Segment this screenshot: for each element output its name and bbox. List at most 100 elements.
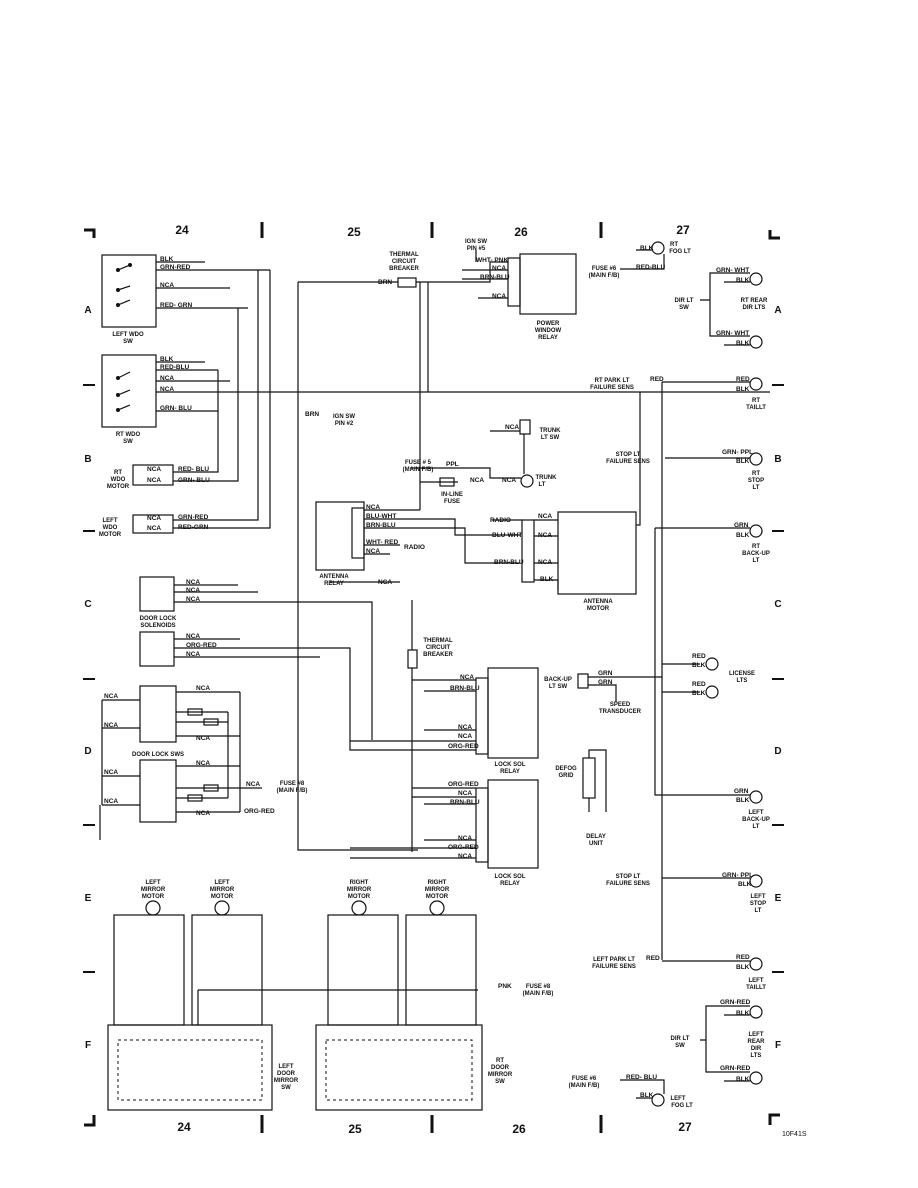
svg-text:LT: LT xyxy=(753,485,760,491)
row-label-f: F xyxy=(85,1040,91,1051)
wire-red-blu: RED-BLU xyxy=(160,364,190,371)
row-label-d-right: D xyxy=(774,746,781,757)
svg-text:LEFT: LEFT xyxy=(279,1064,294,1070)
svg-text:FAILURE SENS: FAILURE SENS xyxy=(592,964,636,970)
row-label-e: E xyxy=(85,893,92,904)
svg-text:IGN SW: IGN SW xyxy=(333,414,355,420)
svg-text:NCA: NCA xyxy=(196,735,210,742)
svg-text:IGN SW: IGN SW xyxy=(465,239,487,245)
svg-text:GRN: GRN xyxy=(734,788,749,795)
svg-text:RT: RT xyxy=(114,470,122,476)
svg-text:LICENSE: LICENSE xyxy=(729,671,755,677)
svg-text:MIRROR: MIRROR xyxy=(210,887,235,893)
svg-text:NCA: NCA xyxy=(186,596,200,603)
svg-text:TAILLT: TAILLT xyxy=(746,985,766,991)
svg-text:(MAIN F/B): (MAIN F/B) xyxy=(403,467,434,473)
svg-text:NCA: NCA xyxy=(458,835,472,842)
svg-text:PNK: PNK xyxy=(498,983,512,990)
svg-text:DOOR LOCK SWS: DOOR LOCK SWS xyxy=(132,752,184,758)
svg-text:NCA: NCA xyxy=(470,477,484,484)
svg-text:BRN: BRN xyxy=(305,411,319,418)
svg-text:MOTOR: MOTOR xyxy=(99,532,122,538)
svg-text:PPL: PPL xyxy=(446,461,459,468)
svg-text:BLU-WHT: BLU-WHT xyxy=(492,532,522,539)
svg-text:LT: LT xyxy=(753,824,760,830)
svg-text:RT: RT xyxy=(670,242,678,248)
wire-grn-blu: GRN- BLU xyxy=(160,405,192,412)
left-wdo-sw-label-1: LEFT WDO xyxy=(112,332,144,338)
backup-license-defog: GRN GRN RED BLK RED BLK BACK-UP LT SW SP… xyxy=(544,653,755,847)
left-wdo-switch: BLK GRN-RED NCA RED- GRN LEFT WDO SW xyxy=(101,254,270,345)
svg-text:LEFT: LEFT xyxy=(749,810,764,816)
svg-text:DOOR: DOOR xyxy=(277,1071,296,1077)
svg-text:NCA: NCA xyxy=(378,579,392,586)
svg-text:LEFT: LEFT xyxy=(751,894,766,900)
svg-text:BLK: BLK xyxy=(692,662,706,669)
svg-text:ORG-RED: ORG-RED xyxy=(448,743,479,750)
svg-text:NCA: NCA xyxy=(538,559,552,566)
row-dividers xyxy=(83,384,784,973)
svg-text:MIRROR: MIRROR xyxy=(425,887,450,893)
svg-text:DIR LT: DIR LT xyxy=(671,1036,690,1042)
svg-text:NCA: NCA xyxy=(186,579,200,586)
rt-fog-lt-circuit: BLK RED-BLU RT FOG LT FUSE #6 (MAIN F/B) xyxy=(589,241,691,279)
svg-text:WINDOW: WINDOW xyxy=(535,328,562,334)
svg-text:RED: RED xyxy=(650,376,664,383)
svg-text:NCA: NCA xyxy=(366,548,380,555)
svg-text:BRN-BLU: BRN-BLU xyxy=(450,685,480,692)
row-label-e-right: E xyxy=(775,893,782,904)
row-label-b: B xyxy=(84,454,91,465)
svg-text:FOG LT: FOG LT xyxy=(669,249,691,255)
svg-text:MOTOR: MOTOR xyxy=(587,606,610,612)
antenna-circuit: NCA BLU-WHT BRN-BLU WHT- RED NCA RADIO R… xyxy=(315,282,641,612)
svg-text:FUSE #8: FUSE #8 xyxy=(526,984,551,990)
svg-text:BLK: BLK xyxy=(736,964,750,971)
svg-text:GRN: GRN xyxy=(598,670,613,677)
svg-text:FAILURE SENS: FAILURE SENS xyxy=(606,459,650,465)
svg-text:UNIT: UNIT xyxy=(589,841,603,847)
svg-text:LTS: LTS xyxy=(737,678,748,684)
svg-text:NCA: NCA xyxy=(458,790,472,797)
svg-text:RT: RT xyxy=(496,1058,504,1064)
rt-rear-dir-lts: GRN- WHT BLK GRN- WHT BLK DIR LT SW RT R… xyxy=(675,267,768,349)
wire-blk: BLK xyxy=(160,256,174,263)
svg-text:RT: RT xyxy=(752,471,760,477)
svg-text:NCA: NCA xyxy=(196,810,210,817)
svg-text:TRANSDUCER: TRANSDUCER xyxy=(599,709,642,715)
svg-text:BLK: BLK xyxy=(540,576,554,583)
svg-text:WHT- RED: WHT- RED xyxy=(366,539,398,546)
svg-text:NCA: NCA xyxy=(492,293,506,300)
svg-text:DOOR: DOOR xyxy=(491,1065,510,1071)
svg-text:WDO: WDO xyxy=(103,525,118,531)
svg-text:RIGHT: RIGHT xyxy=(428,880,447,886)
svg-text:ANTENNA: ANTENNA xyxy=(319,574,349,580)
svg-text:FUSE #8: FUSE #8 xyxy=(280,781,305,787)
svg-text:BACK-UP: BACK-UP xyxy=(544,677,572,683)
svg-text:LEFT: LEFT xyxy=(749,1032,764,1038)
svg-text:DIR LT: DIR LT xyxy=(675,298,694,304)
svg-text:RT: RT xyxy=(752,544,760,550)
svg-text:MIRROR: MIRROR xyxy=(347,887,372,893)
svg-text:RADIO: RADIO xyxy=(490,517,511,524)
trunk-lt-circuit: NCA PPL NCA NCA TRUNK LT SW TRUNK LT FUS… xyxy=(403,419,561,505)
svg-text:NCA: NCA xyxy=(104,798,118,805)
svg-text:DIR: DIR xyxy=(751,1046,762,1052)
svg-text:GRN- PPL: GRN- PPL xyxy=(722,449,753,456)
svg-text:ORG-RED: ORG-RED xyxy=(448,781,479,788)
svg-text:SW: SW xyxy=(281,1085,291,1091)
svg-text:BLK: BLK xyxy=(736,1076,750,1083)
rt-wdo-sw-label-1: RT WDO xyxy=(116,432,141,438)
svg-text:(MAIN F/B): (MAIN F/B) xyxy=(523,991,554,997)
svg-text:LT: LT xyxy=(755,908,762,914)
svg-text:MOTOR: MOTOR xyxy=(348,894,371,900)
svg-text:BLK: BLK xyxy=(736,458,750,465)
svg-text:DELAY: DELAY xyxy=(586,834,606,840)
svg-text:THERMAL: THERMAL xyxy=(423,638,453,644)
svg-text:LEFT: LEFT xyxy=(749,978,764,984)
svg-text:NCA: NCA xyxy=(196,685,210,692)
svg-text:NCA: NCA xyxy=(104,693,118,700)
svg-text:RED-BLU: RED-BLU xyxy=(636,264,666,271)
svg-text:REAR: REAR xyxy=(747,1039,765,1045)
column-label-27-bottom: 27 xyxy=(678,1120,692,1134)
svg-text:BACK-UP: BACK-UP xyxy=(742,551,770,557)
